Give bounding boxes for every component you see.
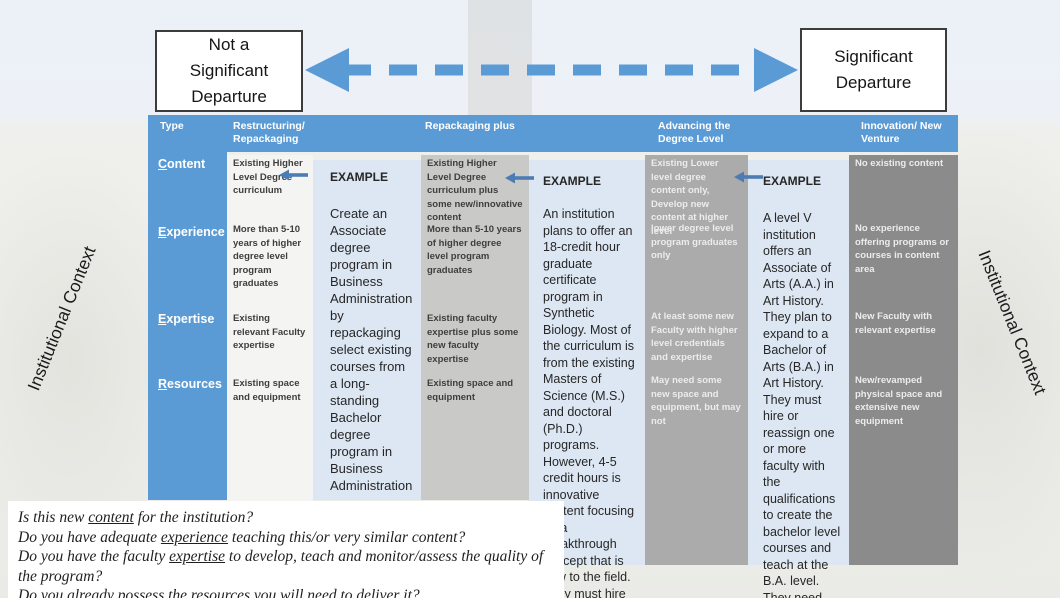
row-label-content: Content xyxy=(158,157,206,171)
column-header-advancing-degree-level: Advancing the Degree Level xyxy=(658,120,731,145)
not-significant-departure-label: Not a Significant Departure xyxy=(189,35,269,106)
guiding-question: Is this new content for the institution? xyxy=(18,509,254,526)
criteria-column-innovation: No existing content No experience offeri… xyxy=(849,155,958,565)
example-column-repackaging-plus: EXAMPLE An institution plans to offer an… xyxy=(529,160,645,598)
example-label: EXAMPLE xyxy=(763,174,822,188)
not-significant-departure-box: Not a Significant Departure xyxy=(155,30,303,112)
matrix-cell: Existing faculty expertise plus some new… xyxy=(427,313,519,365)
significant-departure-box: Significant Departure xyxy=(800,28,947,112)
matrix-cell: Existing Higher Level Degree curriculum xyxy=(233,158,303,196)
column-header-repackaging-plus: Repackaging plus xyxy=(425,120,515,132)
example-label: EXAMPLE xyxy=(330,170,389,184)
example-pointer-arrow-icon xyxy=(279,169,308,181)
example-column-advancing-degree: EXAMPLE A level V institution offers an … xyxy=(748,160,849,598)
matrix-cell: No existing content xyxy=(855,158,944,169)
criteria-column-advancing-degree: Existing Lower level degree content only… xyxy=(645,155,748,565)
example-pointer-arrow-icon xyxy=(734,171,763,183)
matrix-cell: No experience offering programs or cours… xyxy=(855,223,949,275)
matrix-cell: Existing Lower level degree content only… xyxy=(651,158,729,237)
matrix-cell: May need some new space and equipment, b… xyxy=(651,375,741,427)
example-text: An institution plans to offer an 18-cred… xyxy=(543,207,635,598)
column-header-restructuring-repackaging: Restructuring/ Repackaging xyxy=(233,120,305,145)
row-label-resources: Resources xyxy=(158,377,222,391)
significant-departure-label: Significant Departure xyxy=(834,47,913,92)
matrix-cell: More than 5-10 years of higher degree le… xyxy=(427,224,522,276)
row-label-expertise: Expertise xyxy=(158,312,215,326)
example-pointer-arrow-icon xyxy=(505,172,534,184)
guiding-question: Do you have the faculty expertise to dev… xyxy=(18,548,544,585)
matrix-cell: New Faculty with relevant expertise xyxy=(855,311,936,336)
example-column-restructuring: EXAMPLE Create an Associate degree progr… xyxy=(313,160,421,500)
row-label-experience: Experience xyxy=(158,225,225,239)
guiding-question: Do you already possess the resources you… xyxy=(18,587,420,598)
matrix-cell: lower degree level program graduates onl… xyxy=(651,223,738,261)
dashed-double-arrow-icon xyxy=(305,48,798,92)
guiding-question: Do you have adequate experience teaching… xyxy=(18,528,466,546)
example-text: Create an Associate degree program in Bu… xyxy=(330,206,413,493)
criteria-column-restructuring: Existing Higher Level Degree curriculum … xyxy=(227,155,313,505)
matrix-cell: At least some new Faculty with higher le… xyxy=(651,311,738,363)
background-tower-photo xyxy=(468,0,532,118)
matrix-cell: Existing space and equipment xyxy=(427,378,514,403)
matrix-cell: New/revamped physical space and extensiv… xyxy=(855,375,943,427)
criteria-column-repackaging-plus: Existing Higher Level Degree curriculum … xyxy=(421,155,529,500)
matrix-cell: Existing Higher Level Degree curriculum … xyxy=(427,158,523,223)
matrix-cell: More than 5-10 years of higher degree le… xyxy=(233,224,302,289)
table-header-row: Type Restructuring/ Repackaging Repackag… xyxy=(148,115,958,152)
matrix-cell: Existing relevant Faculty expertise xyxy=(233,313,306,351)
column-header-innovation-new-venture: Innovation/ New Venture xyxy=(861,120,942,145)
row-label-column: Content Experience Expertise Resources xyxy=(148,152,227,500)
guiding-questions-box: Is this new content for the institution?… xyxy=(8,501,564,598)
example-text: A level V institution offers an Associat… xyxy=(763,211,841,598)
matrix-cell: Existing space and equipment xyxy=(233,378,301,403)
column-header-type: Type xyxy=(160,120,184,132)
example-label: EXAMPLE xyxy=(543,174,602,188)
